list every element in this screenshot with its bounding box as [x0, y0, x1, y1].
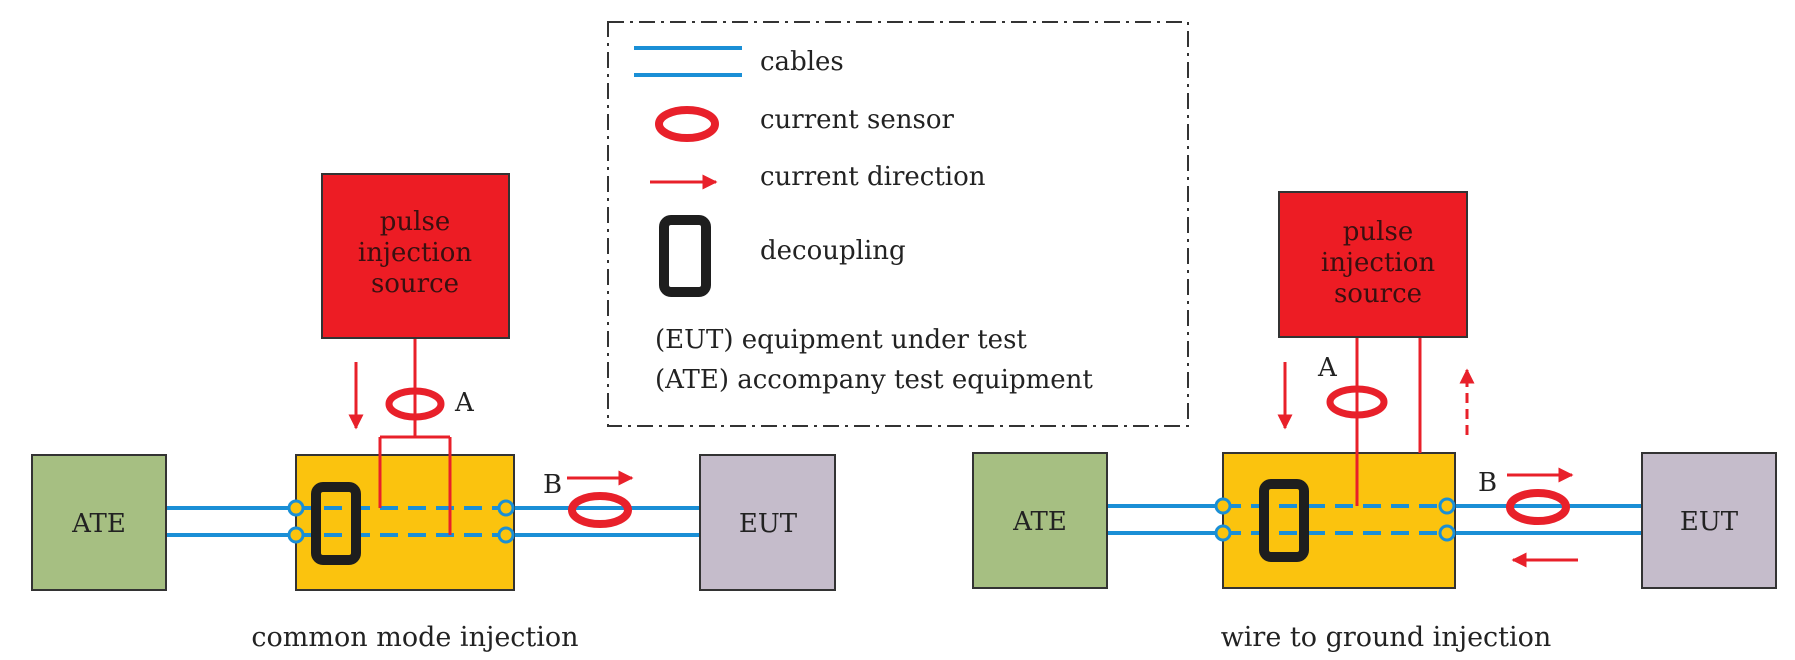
right-pulse-source-line-1: pulse — [1343, 217, 1413, 247]
legend-border — [607, 21, 1189, 427]
right-pulse-source-box — [1278, 191, 1468, 338]
right-cables — [1106, 504, 1643, 535]
decoupling-icon — [659, 215, 711, 297]
right-ate-box — [972, 452, 1108, 589]
right-caption: wire to ground injection — [1221, 622, 1552, 653]
right-eut-box — [1641, 452, 1777, 589]
left-sensor-b-label: B — [543, 470, 562, 500]
left-eut-label: EUT — [739, 509, 798, 539]
right-sensor-b — [1506, 489, 1570, 525]
left-sensor-b — [568, 492, 632, 528]
legend: cables current sensor current direction … — [607, 21, 1189, 427]
legend-item-current-sensor: current sensor — [655, 105, 954, 142]
legend-label-cables: cables — [760, 47, 844, 77]
left-cables — [165, 506, 700, 537]
left-caption: common mode injection — [251, 622, 578, 653]
left-ate-box — [31, 454, 167, 591]
left-ate-label: ATE — [71, 509, 126, 539]
left-diagram: ATE EUT pulse injection source A — [31, 173, 836, 653]
legend-item-cables: cables — [634, 46, 844, 77]
legend-item-current-direction: current direction — [650, 162, 986, 192]
left-eut-box — [699, 454, 836, 591]
current-sensor-icon — [655, 106, 719, 142]
right-decoupling-ring — [1259, 479, 1309, 562]
right-diagram: ATE EUT pulse injection source A B — [972, 191, 1777, 653]
right-eut-label: EUT — [1680, 507, 1739, 537]
left-decoupling-ring — [311, 482, 361, 565]
right-injection-wiring — [1355, 337, 1422, 506]
right-decoupler-network — [1214, 452, 1456, 589]
cables-icon — [634, 46, 742, 77]
legend-item-decoupling: decoupling — [659, 215, 906, 297]
right-pulse-source-line-2: injection — [1321, 248, 1435, 278]
left-sensor-a — [385, 387, 445, 421]
left-pulse-source-box — [321, 173, 510, 339]
right-pulse-source-line-3: source — [1334, 279, 1422, 309]
legend-label-current-direction: current direction — [760, 162, 986, 192]
right-ate-label: ATE — [1012, 507, 1067, 537]
left-pulse-source-line-1: pulse — [380, 207, 450, 237]
legend-note-ate: (ATE) accompany test equipment — [655, 365, 1093, 395]
left-decoupler-network — [287, 454, 515, 591]
right-sensor-a — [1326, 385, 1388, 419]
right-sensor-a-label: A — [1317, 353, 1338, 383]
legend-note-eut: (EUT) equipment under test — [655, 325, 1027, 355]
legend-label-current-sensor: current sensor — [760, 105, 954, 135]
left-sensor-a-label: A — [454, 388, 475, 418]
left-pulse-source-line-3: source — [371, 269, 459, 299]
legend-label-decoupling: decoupling — [760, 236, 906, 266]
left-pulse-source-line-2: injection — [358, 238, 472, 268]
right-sensor-b-label: B — [1478, 468, 1497, 498]
